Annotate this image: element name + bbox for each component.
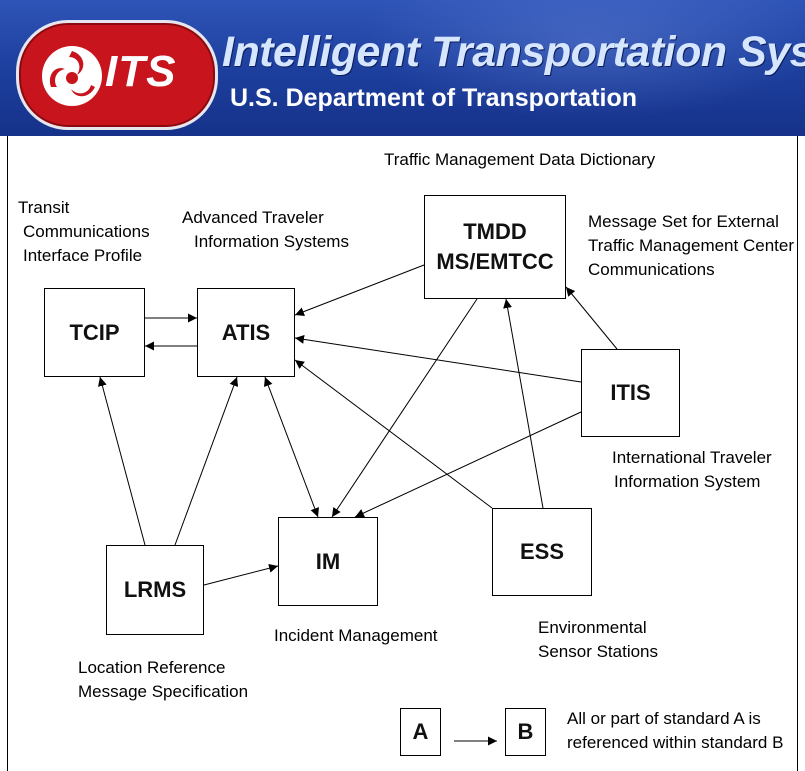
lrms-desc-line: Message Specification — [78, 682, 249, 701]
node-itis: ITIS — [581, 349, 680, 437]
tcip-description: Transit Communications Interface Profile — [18, 196, 150, 268]
atis-desc-line: Advanced Traveler — [182, 208, 324, 227]
arrow-atis-im-bidirectional — [263, 376, 320, 518]
node-ess-label: ESS — [519, 539, 565, 565]
arrow-lrms-to-tcip — [97, 376, 146, 546]
node-tcip-label: TCIP — [69, 319, 120, 345]
triskelion-logo-icon — [42, 46, 102, 106]
node-im: IM — [278, 517, 378, 606]
lrms-desc-line: Location Reference — [78, 658, 226, 677]
ess-desc-line: Environmental — [538, 618, 647, 637]
tmdd-description-right: Message Set for External Traffic Managem… — [588, 210, 794, 282]
node-tmdd-label-line2: MS/EMTCC — [436, 249, 554, 274]
tmdd-description-top: Traffic Management Data Dictionary — [384, 148, 655, 172]
ess-description: Environmental Sensor Stations — [538, 616, 658, 664]
legend-box-b: B — [505, 708, 546, 756]
atis-desc-line: Information Systems — [194, 232, 349, 251]
tmdd-desc-top-line: Traffic Management Data Dictionary — [384, 150, 656, 169]
im-description: Incident Management — [274, 624, 438, 648]
node-tmdd: TMDD MS/EMTCC — [424, 195, 566, 299]
arrow-ess-to-atis — [294, 359, 493, 509]
logo-text: ITS — [105, 47, 177, 96]
arrow-itis-to-atis — [294, 334, 582, 383]
legend-text-line: referenced within standard B — [567, 733, 784, 752]
tmdd-desc-right-line: Communications — [588, 260, 715, 279]
arrow-lrms-to-atis — [174, 376, 239, 546]
itis-desc-line: Information System — [614, 472, 761, 491]
legend-a-label: A — [412, 719, 429, 745]
itis-desc-line: International Traveler — [612, 448, 772, 467]
arrow-tmdd-to-atis — [294, 264, 425, 316]
node-tcip: TCIP — [44, 288, 145, 377]
banner-glow — [360, 0, 805, 120]
arrow-itis-to-tmdd — [565, 286, 618, 350]
node-ess: ESS — [492, 508, 592, 596]
legend-box-a: A — [400, 708, 441, 756]
page-title: Intelligent Transportation Systems — [222, 28, 805, 76]
node-atis: ATIS — [197, 288, 295, 377]
page-subtitle: U.S. Department of Transportation — [230, 84, 637, 112]
arrow-itis-to-im — [354, 411, 582, 518]
tmdd-desc-right-line: Traffic Management Center — [588, 236, 794, 255]
arrow-ess-to-tmdd — [503, 298, 544, 509]
atis-description: Advanced Traveler Information Systems — [182, 206, 349, 254]
node-lrms-label: LRMS — [123, 577, 187, 603]
tmdd-desc-right-line: Message Set for External — [588, 212, 779, 231]
tcip-desc-line: Interface Profile — [23, 246, 143, 265]
tcip-desc-line: Communications — [23, 222, 150, 241]
node-im-label: IM — [315, 548, 341, 574]
lrms-description: Location Reference Message Specification — [78, 656, 248, 704]
im-desc-line: Incident Management — [274, 626, 438, 645]
node-lrms: LRMS — [106, 545, 204, 635]
header-banner: ITS Intelligent Transportation Systems U… — [0, 0, 805, 136]
legend-text: All or part of standard A is referenced … — [567, 707, 783, 755]
arrow-tmdd-to-im — [331, 298, 478, 518]
node-itis-label: ITIS — [610, 380, 651, 406]
legend-text-line: All or part of standard A is — [567, 709, 761, 728]
itis-description: International Traveler Information Syste… — [612, 446, 772, 494]
frame-left-border — [7, 136, 8, 771]
frame-right-border — [797, 136, 798, 771]
its-logo: ITS — [16, 20, 218, 130]
ess-desc-line: Sensor Stations — [538, 642, 659, 661]
node-atis-label: ATIS — [221, 319, 271, 345]
tcip-desc-line: Transit — [18, 198, 70, 217]
node-tmdd-label-line1: TMDD — [463, 219, 527, 245]
arrow-lrms-to-im — [203, 563, 279, 586]
legend-b-label: B — [517, 719, 534, 745]
